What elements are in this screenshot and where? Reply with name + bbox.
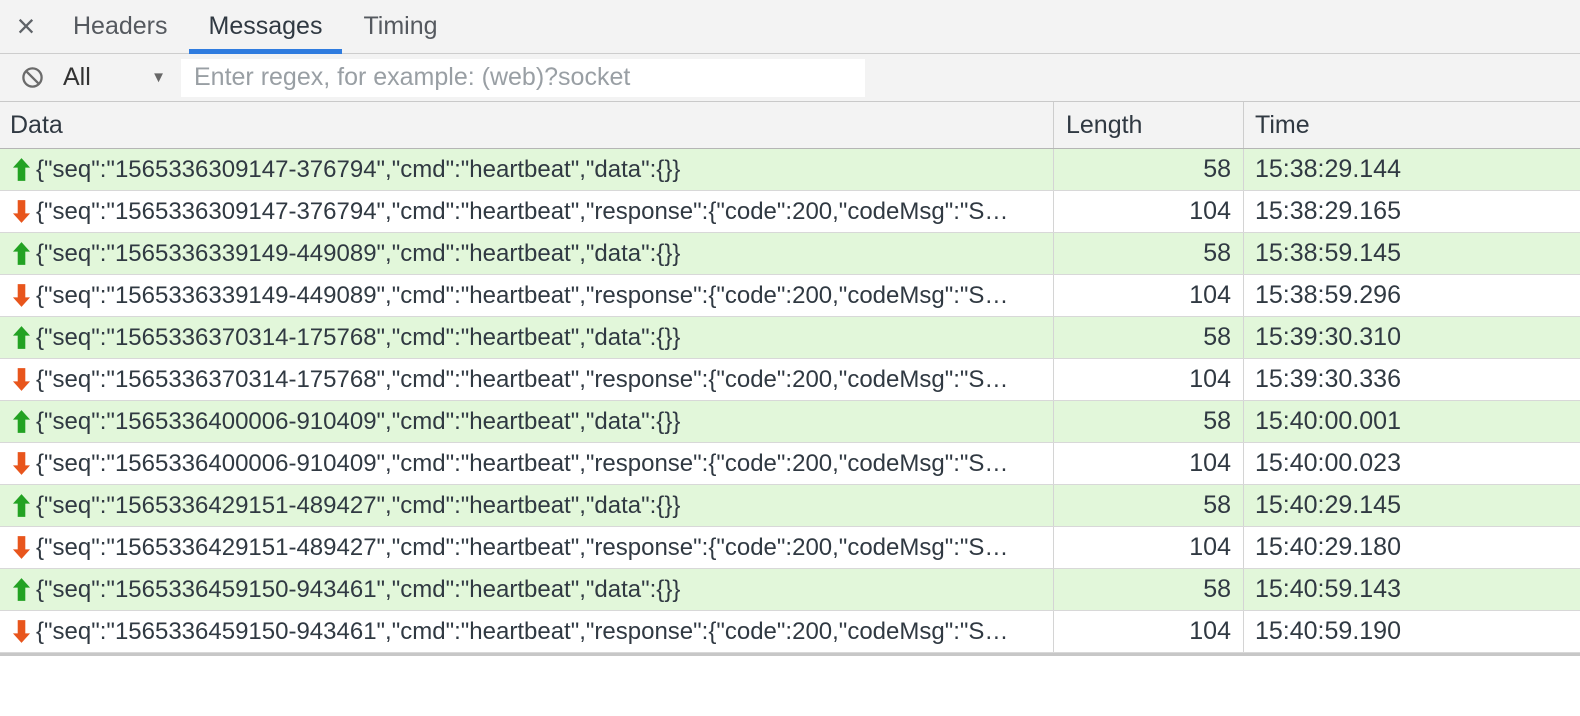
- message-data-text: {"seq":"1565336459150-943461","cmd":"hea…: [36, 617, 1009, 645]
- message-time: 15:38:29.165: [1243, 191, 1580, 232]
- messages-table-header: Data Length Time: [0, 102, 1580, 149]
- message-data-text: {"seq":"1565336339149-449089","cmd":"hea…: [36, 239, 681, 267]
- message-data-text: {"seq":"1565336459150-943461","cmd":"hea…: [36, 575, 681, 603]
- sent-arrow-icon: [12, 410, 33, 434]
- message-data-cell: {"seq":"1565336459150-943461","cmd":"hea…: [0, 569, 1053, 610]
- message-data-text: {"seq":"1565336309147-376794","cmd":"hea…: [36, 197, 1009, 225]
- message-length: 104: [1053, 443, 1243, 484]
- received-arrow-icon: [12, 452, 33, 476]
- message-length: 104: [1053, 275, 1243, 316]
- message-time: 15:40:29.145: [1243, 485, 1580, 526]
- message-data-cell: {"seq":"1565336429151-489427","cmd":"hea…: [0, 527, 1053, 568]
- message-length: 104: [1053, 527, 1243, 568]
- message-length: 58: [1053, 233, 1243, 274]
- tab-headers[interactable]: Headers: [73, 12, 168, 40]
- frame-type-filter-dropdown[interactable]: All ▼: [0, 54, 180, 101]
- message-row[interactable]: {"seq":"1565336459150-943461","cmd":"hea…: [0, 569, 1580, 611]
- message-row[interactable]: {"seq":"1565336429151-489427","cmd":"hea…: [0, 485, 1580, 527]
- message-time: 15:38:29.144: [1243, 149, 1580, 190]
- message-row[interactable]: {"seq":"1565336400006-910409","cmd":"hea…: [0, 401, 1580, 443]
- message-data-text: {"seq":"1565336370314-175768","cmd":"hea…: [36, 365, 1009, 393]
- message-time: 15:38:59.296: [1243, 275, 1580, 316]
- close-icon[interactable]: ×: [16, 8, 36, 44]
- regex-filter-input[interactable]: [181, 58, 865, 97]
- message-list: {"seq":"1565336309147-376794","cmd":"hea…: [0, 149, 1580, 653]
- message-data-text: {"seq":"1565336370314-175768","cmd":"hea…: [36, 323, 681, 351]
- message-row[interactable]: {"seq":"1565336429151-489427","cmd":"hea…: [0, 527, 1580, 569]
- message-length: 58: [1053, 485, 1243, 526]
- message-time: 15:40:00.001: [1243, 401, 1580, 442]
- message-length: 58: [1053, 569, 1243, 610]
- received-arrow-icon: [12, 200, 33, 224]
- message-data-cell: {"seq":"1565336459150-943461","cmd":"hea…: [0, 611, 1053, 652]
- message-row[interactable]: {"seq":"1565336309147-376794","cmd":"hea…: [0, 191, 1580, 233]
- message-time: 15:39:30.336: [1243, 359, 1580, 400]
- received-arrow-icon: [12, 536, 33, 560]
- message-data-text: {"seq":"1565336400006-910409","cmd":"hea…: [36, 449, 1009, 477]
- message-time: 15:40:29.180: [1243, 527, 1580, 568]
- message-data-text: {"seq":"1565336309147-376794","cmd":"hea…: [36, 155, 681, 183]
- message-row[interactable]: {"seq":"1565336370314-175768","cmd":"hea…: [0, 317, 1580, 359]
- message-row[interactable]: {"seq":"1565336459150-943461","cmd":"hea…: [0, 611, 1580, 653]
- message-time: 15:39:30.310: [1243, 317, 1580, 358]
- column-header-time[interactable]: Time: [1243, 102, 1580, 148]
- message-row[interactable]: {"seq":"1565336370314-175768","cmd":"hea…: [0, 359, 1580, 401]
- message-length: 104: [1053, 611, 1243, 652]
- message-time: 15:40:59.190: [1243, 611, 1580, 652]
- clear-filter-icon: [21, 66, 44, 89]
- received-arrow-icon: [12, 368, 33, 392]
- message-data-cell: {"seq":"1565336400006-910409","cmd":"hea…: [0, 443, 1053, 484]
- filter-selected-value: All: [63, 63, 91, 91]
- message-data-cell: {"seq":"1565336339149-449089","cmd":"hea…: [0, 275, 1053, 316]
- received-arrow-icon: [12, 284, 33, 308]
- message-data-cell: {"seq":"1565336339149-449089","cmd":"hea…: [0, 233, 1053, 274]
- message-data-cell: {"seq":"1565336309147-376794","cmd":"hea…: [0, 149, 1053, 190]
- message-data-cell: {"seq":"1565336400006-910409","cmd":"hea…: [0, 401, 1053, 442]
- message-length: 58: [1053, 401, 1243, 442]
- message-length: 104: [1053, 191, 1243, 232]
- message-row[interactable]: {"seq":"1565336339149-449089","cmd":"hea…: [0, 233, 1580, 275]
- message-row[interactable]: {"seq":"1565336309147-376794","cmd":"hea…: [0, 149, 1580, 191]
- message-data-cell: {"seq":"1565336370314-175768","cmd":"hea…: [0, 359, 1053, 400]
- messages-table: Data Length Time {"seq":"1565336309147-3…: [0, 102, 1580, 656]
- message-data-text: {"seq":"1565336429151-489427","cmd":"hea…: [36, 491, 681, 519]
- column-header-length[interactable]: Length: [1053, 102, 1243, 148]
- chevron-down-icon: ▼: [151, 69, 166, 86]
- message-time: 15:38:59.145: [1243, 233, 1580, 274]
- message-data-cell: {"seq":"1565336429151-489427","cmd":"hea…: [0, 485, 1053, 526]
- column-header-data[interactable]: Data: [10, 110, 63, 139]
- network-detail-tabbar: × Headers Messages Timing: [0, 0, 1580, 54]
- received-arrow-icon: [12, 620, 33, 644]
- message-length: 104: [1053, 359, 1243, 400]
- sent-arrow-icon: [12, 494, 33, 518]
- tab-messages[interactable]: Messages: [188, 0, 343, 54]
- message-row[interactable]: {"seq":"1565336339149-449089","cmd":"hea…: [0, 275, 1580, 317]
- message-data-cell: {"seq":"1565336309147-376794","cmd":"hea…: [0, 191, 1053, 232]
- message-data-cell: {"seq":"1565336370314-175768","cmd":"hea…: [0, 317, 1053, 358]
- messages-filter-toolbar: All ▼: [0, 54, 1580, 102]
- message-data-text: {"seq":"1565336429151-489427","cmd":"hea…: [36, 533, 1009, 561]
- message-length: 58: [1053, 149, 1243, 190]
- sent-arrow-icon: [12, 242, 33, 266]
- sent-arrow-icon: [12, 578, 33, 602]
- tab-timing[interactable]: Timing: [363, 12, 438, 40]
- sent-arrow-icon: [12, 326, 33, 350]
- message-data-text: {"seq":"1565336400006-910409","cmd":"hea…: [36, 407, 681, 435]
- message-data-text: {"seq":"1565336339149-449089","cmd":"hea…: [36, 281, 1009, 309]
- message-time: 15:40:59.143: [1243, 569, 1580, 610]
- message-time: 15:40:00.023: [1243, 443, 1580, 484]
- message-row[interactable]: {"seq":"1565336400006-910409","cmd":"hea…: [0, 443, 1580, 485]
- message-length: 58: [1053, 317, 1243, 358]
- sent-arrow-icon: [12, 158, 33, 182]
